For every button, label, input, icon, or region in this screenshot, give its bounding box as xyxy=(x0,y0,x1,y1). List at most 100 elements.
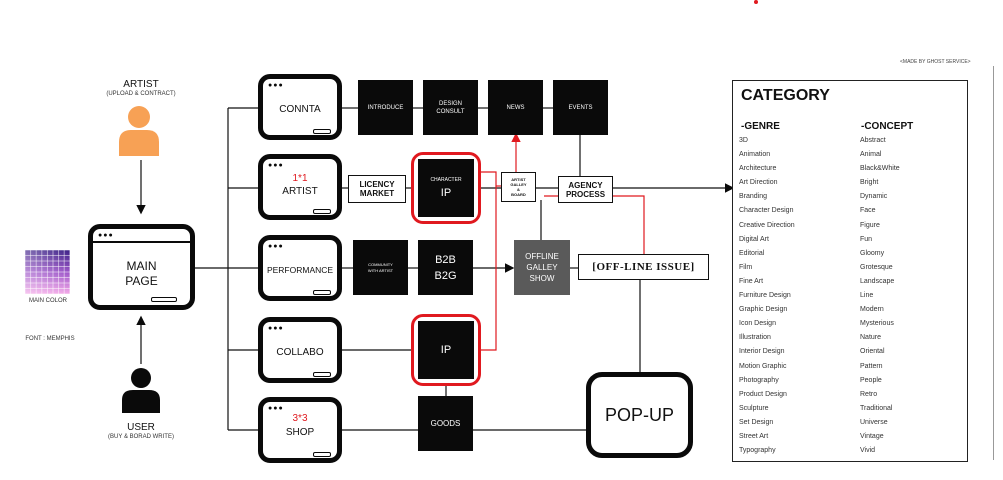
genre-list: 3D Animation Architecture Art Direction … xyxy=(739,134,849,458)
offline-issue-label: [OFF-LINE ISSUE] xyxy=(592,261,695,273)
artist-node[interactable]: ●●● 1*1 ARTIST xyxy=(258,154,342,220)
genre-item[interactable]: Creative Direction xyxy=(739,221,795,229)
genre-item[interactable]: Sculpture xyxy=(739,404,769,412)
mini-bar xyxy=(313,290,331,295)
popup-node[interactable]: POP-UP xyxy=(586,372,693,458)
collabo-node[interactable]: ●●● COLLABO xyxy=(258,317,342,383)
concept-item[interactable]: Pattern xyxy=(860,362,883,370)
community-line1: COMMUNITY xyxy=(368,261,393,267)
galley-board-line1: ARTIST xyxy=(511,177,526,182)
user-subtitle: (BUY & BORAD WRITE) xyxy=(108,434,174,440)
concept-item[interactable]: Modern xyxy=(860,306,884,314)
concept-item[interactable]: Retro xyxy=(860,390,878,398)
concept-item[interactable]: Traditional xyxy=(860,404,893,412)
genre-item[interactable]: Art Direction xyxy=(739,179,778,187)
concept-item[interactable]: Face xyxy=(860,207,876,215)
artist-title: ARTIST xyxy=(123,79,159,90)
mini-bar xyxy=(151,297,177,302)
genre-item[interactable]: Interior Design xyxy=(739,348,785,356)
galley-board-line3: & xyxy=(517,187,520,192)
character-ip-label: IP xyxy=(440,187,452,199)
main-page-line1: MAIN xyxy=(126,259,157,273)
concept-item[interactable]: Grotesque xyxy=(860,263,893,271)
concept-item[interactable]: Landscape xyxy=(860,277,895,285)
character-ip-small: CHARACTER xyxy=(430,177,462,183)
concept-item[interactable]: Bright xyxy=(860,179,879,187)
main-page-node[interactable]: ●●● MAIN PAGE xyxy=(88,224,195,310)
mini-bar xyxy=(313,129,331,134)
genre-title: -GENRE xyxy=(741,121,780,132)
offline-galley-line3: SHOW xyxy=(529,274,555,283)
genre-item[interactable]: Fine Art xyxy=(739,277,764,285)
artist-galley-board-box[interactable]: ARTIST GALLEY & BOARD xyxy=(501,172,536,202)
genre-item[interactable]: Illustration xyxy=(739,334,771,342)
genre-item[interactable]: Film xyxy=(739,263,753,271)
b2b-label: B2B xyxy=(435,253,456,266)
community-box[interactable]: COMMUNITY WITH ARTIST xyxy=(353,240,408,295)
collabo-label: COLLABO xyxy=(276,347,324,358)
concept-item[interactable]: Oriental xyxy=(860,348,885,356)
concept-item[interactable]: Vintage xyxy=(860,432,884,440)
concept-item[interactable]: People xyxy=(860,376,882,384)
offline-galley-line2: GALLEY xyxy=(526,263,558,272)
performance-node[interactable]: ●●● PERFORMANCE xyxy=(258,235,342,301)
character-ip-box[interactable]: CHARACTER IP xyxy=(418,159,474,217)
concept-item[interactable]: Fun xyxy=(860,235,873,243)
design-consult-box[interactable]: DESIGN CONSULT xyxy=(423,80,478,135)
performance-label: PERFORMANCE xyxy=(266,265,334,275)
concept-item[interactable]: Universe xyxy=(860,418,888,426)
concept-item[interactable]: Abstract xyxy=(860,137,886,144)
window-dots-icon: ●●● xyxy=(268,82,284,89)
news-box[interactable]: NEWS xyxy=(488,80,543,135)
introduce-box[interactable]: INTRODUCE xyxy=(358,80,413,135)
artist-subtitle: (UPLOAD & CONTRACT) xyxy=(106,91,176,97)
window-dots-icon: ●●● xyxy=(98,232,114,239)
genre-item[interactable]: 3D xyxy=(739,137,748,144)
genre-item[interactable]: Photography xyxy=(739,376,779,384)
concept-item[interactable]: Black&White xyxy=(860,165,900,173)
concept-item[interactable]: Figure xyxy=(860,221,880,229)
licence-market-box[interactable]: LICENCY MARKET xyxy=(348,175,406,203)
genre-item[interactable]: Furniture Design xyxy=(739,292,791,300)
community-line2: WITH ARTIST xyxy=(367,267,394,273)
genre-item[interactable]: Typography xyxy=(739,447,776,455)
concept-item[interactable]: Line xyxy=(860,292,874,300)
offline-issue-box[interactable]: [OFF-LINE ISSUE] xyxy=(578,254,709,280)
genre-item[interactable]: Set Design xyxy=(739,418,774,426)
genre-item[interactable]: Editorial xyxy=(739,249,765,257)
genre-item[interactable]: Animation xyxy=(739,151,771,159)
shop-count: 3*3 xyxy=(292,413,308,424)
genre-item[interactable]: Icon Design xyxy=(739,320,776,328)
genre-item[interactable]: Product Design xyxy=(739,390,787,398)
galley-board-line4: BOARD xyxy=(511,192,526,197)
shop-node[interactable]: ●●● 3*3 SHOP xyxy=(258,397,342,463)
agency-process-line1: AGENCY xyxy=(568,180,603,190)
concept-item[interactable]: Nature xyxy=(860,334,882,342)
events-box[interactable]: EVENTS xyxy=(553,80,608,135)
genre-item[interactable]: Character Design xyxy=(739,207,794,215)
artist-label: ARTIST xyxy=(282,186,318,197)
agency-process-box[interactable]: AGENCY PROCESS xyxy=(558,176,613,203)
connta-node[interactable]: ●●● CONNTA xyxy=(258,74,342,140)
mini-bar xyxy=(313,452,331,457)
font-label: FONT : MEMPHIS xyxy=(25,336,75,342)
concept-item[interactable]: Animal xyxy=(860,151,882,159)
window-dots-icon: ●●● xyxy=(268,243,284,250)
offline-galley-box[interactable]: OFFLINE GALLEY SHOW xyxy=(514,240,570,295)
connta-label: CONNTA xyxy=(279,104,321,115)
concept-item[interactable]: Mysterious xyxy=(860,320,894,328)
goods-box[interactable]: GOODS xyxy=(418,396,473,451)
b2b-b2g-box[interactable]: B2B B2G xyxy=(418,240,473,295)
genre-item[interactable]: Graphic Design xyxy=(739,306,788,314)
genre-item[interactable]: Street Art xyxy=(739,432,769,440)
collabo-ip-box[interactable]: IP xyxy=(418,321,474,379)
collabo-ip-highlight xyxy=(411,314,481,386)
concept-item[interactable]: Dynamic xyxy=(860,193,888,201)
genre-item[interactable]: Digital Art xyxy=(739,235,769,243)
genre-item[interactable]: Motion Graphic xyxy=(739,362,787,370)
artist-count: 1*1 xyxy=(292,173,308,184)
genre-item[interactable]: Branding xyxy=(739,193,768,201)
genre-item[interactable]: Architecture xyxy=(739,165,777,173)
concept-item[interactable]: Gloomy xyxy=(860,249,885,257)
concept-item[interactable]: Vivid xyxy=(860,447,876,455)
